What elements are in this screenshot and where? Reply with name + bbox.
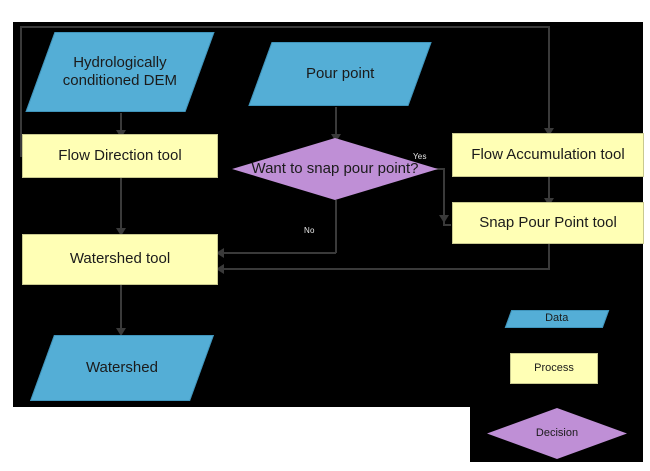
node-flow-direction-tool[interactable]: Flow Direction tool: [22, 134, 218, 178]
arrowhead-snap-to-watershedtool: [216, 264, 224, 274]
connector-yes-v: [443, 168, 445, 225]
node-hydrologically-conditioned-dem[interactable]: Hydrologically conditioned DEM: [25, 32, 215, 112]
node-label-pour-point: Pour point: [305, 64, 375, 82]
arrowhead-pourpoint-to-decision: [331, 134, 341, 142]
connector-no-h: [222, 252, 336, 254]
connector-snap-to-watershedtool-v: [548, 244, 550, 269]
node-label-flow-accumulation-tool: Flow Accumulation tool: [471, 145, 625, 163]
connector-yes-into-snap: [443, 224, 451, 226]
edge-label-yes: Yes: [413, 152, 427, 161]
node-label-flow-direction-tool: Flow Direction tool: [58, 146, 182, 164]
node-watershed[interactable]: Watershed: [29, 335, 215, 401]
connector-left-down: [20, 26, 22, 156]
arrowhead-flowdir-to-watershedtool: [116, 228, 126, 236]
arrowhead-to-flowaccum: [544, 128, 554, 136]
node-watershed-tool[interactable]: Watershed tool: [22, 234, 218, 285]
node-label-watershed-tool: Watershed tool: [69, 250, 171, 268]
connector-dem-to-flowdir: [120, 113, 122, 133]
legend-item-decision: Decision: [487, 408, 627, 459]
connector-flowaccum-to-snap: [548, 177, 550, 201]
arrowhead-yes-to-snap: [439, 215, 449, 223]
legend-label-data: Data: [545, 312, 569, 325]
node-label-dem: Hydrologically conditioned DEM: [62, 53, 178, 89]
arrowhead-watershedtool-to-watershed: [116, 328, 126, 336]
legend-label-process: Process: [534, 361, 574, 374]
node-pour-point[interactable]: Pour point: [248, 42, 432, 106]
node-flow-accumulation-tool[interactable]: Flow Accumulation tool: [452, 133, 644, 177]
node-want-to-snap-decision[interactable]: Want to snap pour point?: [232, 138, 438, 200]
legend-item-process: Process: [510, 353, 598, 384]
connector-pourpoint-to-decision: [335, 107, 337, 137]
connector-top-rail: [20, 26, 549, 28]
arrowhead-no-to-watershedtool: [216, 248, 224, 258]
connector-no-v: [335, 200, 337, 253]
node-label-snap-pour-point-tool: Snap Pour Point tool: [479, 213, 617, 231]
legend-item-data: Data: [504, 310, 610, 328]
legend-label-decision: Decision: [535, 426, 579, 439]
connector-watershedtool-to-watershed: [120, 285, 122, 330]
node-label-watershed: Watershed: [86, 358, 158, 376]
node-label-snap-decision: Want to snap pour point?: [251, 159, 419, 177]
node-snap-pour-point-tool[interactable]: Snap Pour Point tool: [452, 202, 644, 244]
connector-snap-to-watershedtool-h: [222, 268, 550, 270]
connector-to-flowaccum: [548, 26, 550, 130]
connector-flowdir-to-watershedtool: [120, 178, 122, 230]
edge-label-no: No: [304, 226, 315, 235]
